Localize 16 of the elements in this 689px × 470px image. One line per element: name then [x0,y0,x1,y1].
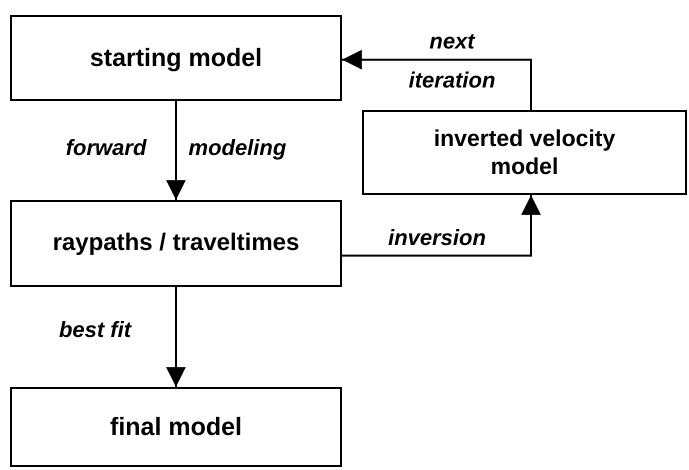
box-label: starting model [88,43,264,73]
process-box [10,15,342,101]
arrow [342,50,532,110]
box-label: inverted velocity model [432,124,616,180]
edge-label: best fit [58,316,132,344]
box-label: final model [109,412,243,442]
arrow [342,195,541,257]
arrow [166,101,186,200]
edge-label: next iteration [408,28,496,94]
edge-label: forward modeling [66,134,286,162]
arrow [166,287,186,387]
process-box [10,200,342,287]
process-box [10,387,342,467]
box-label: raypaths / traveltimes [52,229,300,258]
process-box [362,110,687,195]
edge-label: inversion [388,224,486,252]
